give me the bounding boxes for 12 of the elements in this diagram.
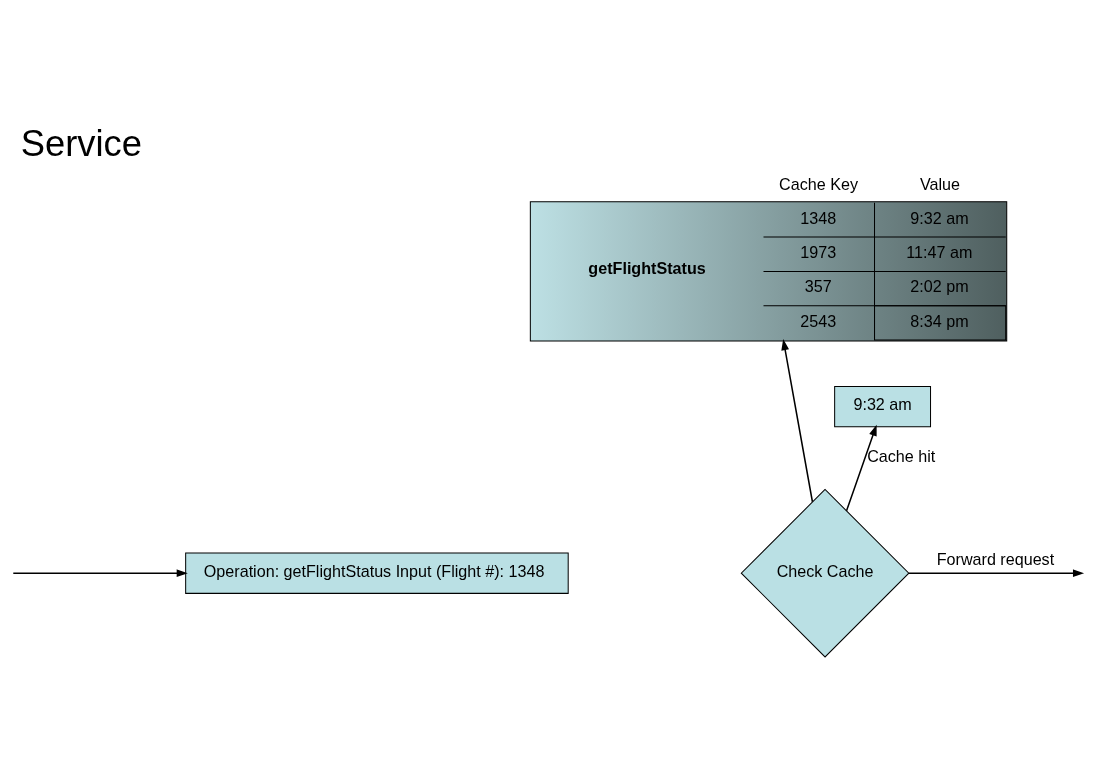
arrow <box>845 424 877 511</box>
node-label: Cache Key <box>779 174 859 193</box>
edge-label: Cache hit <box>867 446 936 465</box>
arrow <box>908 568 1085 577</box>
node-label: Value <box>919 174 960 193</box>
node-diamond: Check Cache <box>740 488 910 658</box>
diagram-title: Service <box>20 122 142 164</box>
arrow <box>12 568 188 577</box>
node-box: 9:32 am <box>834 385 932 427</box>
arrow <box>781 338 814 502</box>
node-box: Operation: getFlightStatus Input (Flight #): 1348 <box>185 552 569 594</box>
edge-label: Forward request <box>936 549 1055 568</box>
